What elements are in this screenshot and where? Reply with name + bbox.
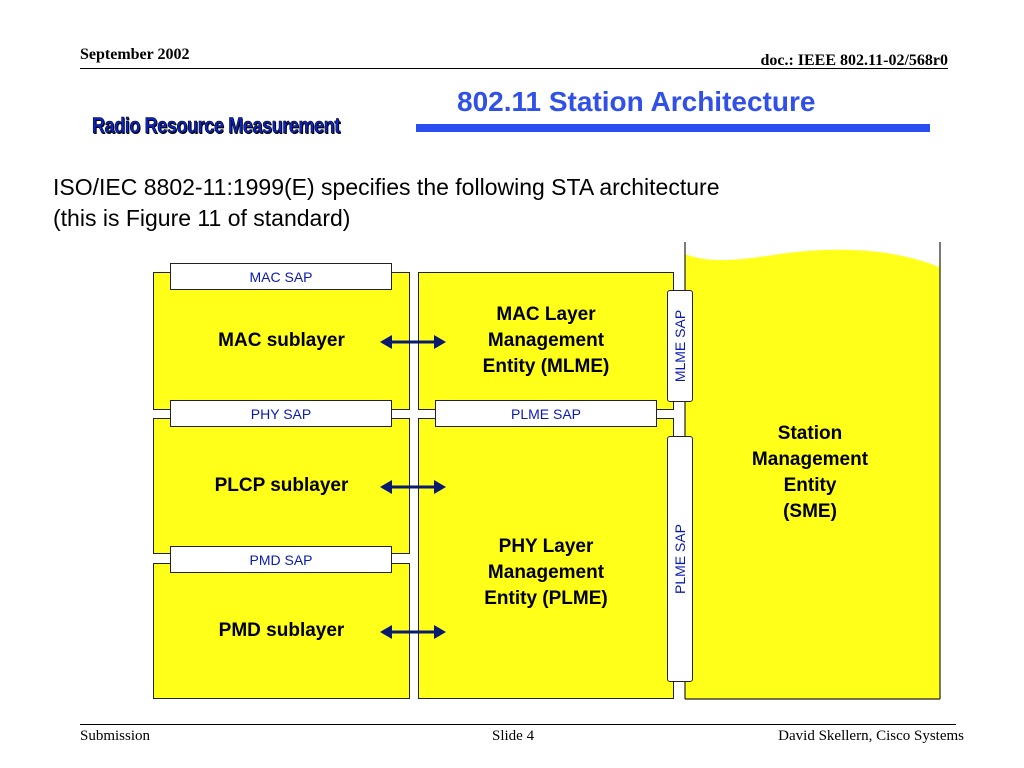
pmd-sap-label: PMD SAP [249,551,313,568]
phy-sap-label: PHY SAP [250,405,312,422]
mlme-label-line: MAC Layer [496,304,596,325]
mac-sublayer-label: MAC sublayer [218,330,345,351]
plcp-sublayer-box: PLCP sublayer [153,418,410,554]
footer-author: David Skellern, Cisco Systems [778,728,964,744]
mac-sublayer-box: MAC sublayer [153,272,410,410]
plme-label-line: PHY Layer [498,535,594,557]
slide-title: 802.11 Station Architecture [457,86,816,117]
plme-sap-vertical-label: PLME SAP [672,523,688,595]
pmd-sap: PMD SAP [170,546,392,573]
plme-sap-horizontal: PLME SAP [435,400,657,427]
mlme-box: MAC Layer Management Entity (MLME) [418,272,674,410]
sme-label-line: Entity [783,475,837,496]
plme-box: PHY Layer Management Entity (PLME) [418,418,674,699]
intro-line-1: ISO/IEC 8802-11:1999(E) specifies the fo… [53,174,720,200]
sme-label: Station Management Entity (SME) [710,418,910,528]
pmd-sublayer-label: PMD sublayer [218,620,345,641]
header-doc-id: doc.: IEEE 802.11-02/568r0 [760,52,948,69]
sme-label-line: (SME) [783,501,837,522]
pmd-sublayer-box: PMD sublayer [153,563,410,699]
mac-sap: MAC SAP [170,263,392,290]
footer-slide-number: Slide 4 [492,728,535,744]
sme-label-line: Management [751,449,869,470]
mac-sap-label: MAC SAP [249,268,313,285]
plcp-plme-arrow [380,480,446,494]
pmd-plme-arrow [380,625,446,639]
footer-submission: Submission [80,728,151,744]
mlme-sap-vertical: MLME SAP [667,290,693,402]
phy-sap: PHY SAP [170,400,392,427]
plme-sap-horizontal-label: PLME SAP [510,405,582,422]
radio-resource-measurement-logo: Radio Resource Measurement [92,113,341,139]
mlme-label-line: Management [487,330,605,351]
footer-rule [80,724,956,725]
plme-label-line: Entity (PLME) [484,587,608,609]
intro-text: ISO/IEC 8802-11:1999(E) specifies the fo… [53,172,719,234]
mac-mlme-arrow [380,335,446,349]
plcp-sublayer-label: PLCP sublayer [214,475,349,496]
sme-label-line: Station [777,423,843,444]
intro-line-2: (this is Figure 11 of standard) [53,205,351,231]
header-date: September 2002 [80,46,190,63]
plme-sap-vertical: PLME SAP [667,436,693,682]
header-rule [80,68,948,69]
plme-label-line: Management [487,561,605,583]
title-underline-bar [416,124,930,132]
mlme-sap-vertical-label: MLME SAP [672,309,688,383]
mlme-label-line: Entity (MLME) [482,356,610,377]
